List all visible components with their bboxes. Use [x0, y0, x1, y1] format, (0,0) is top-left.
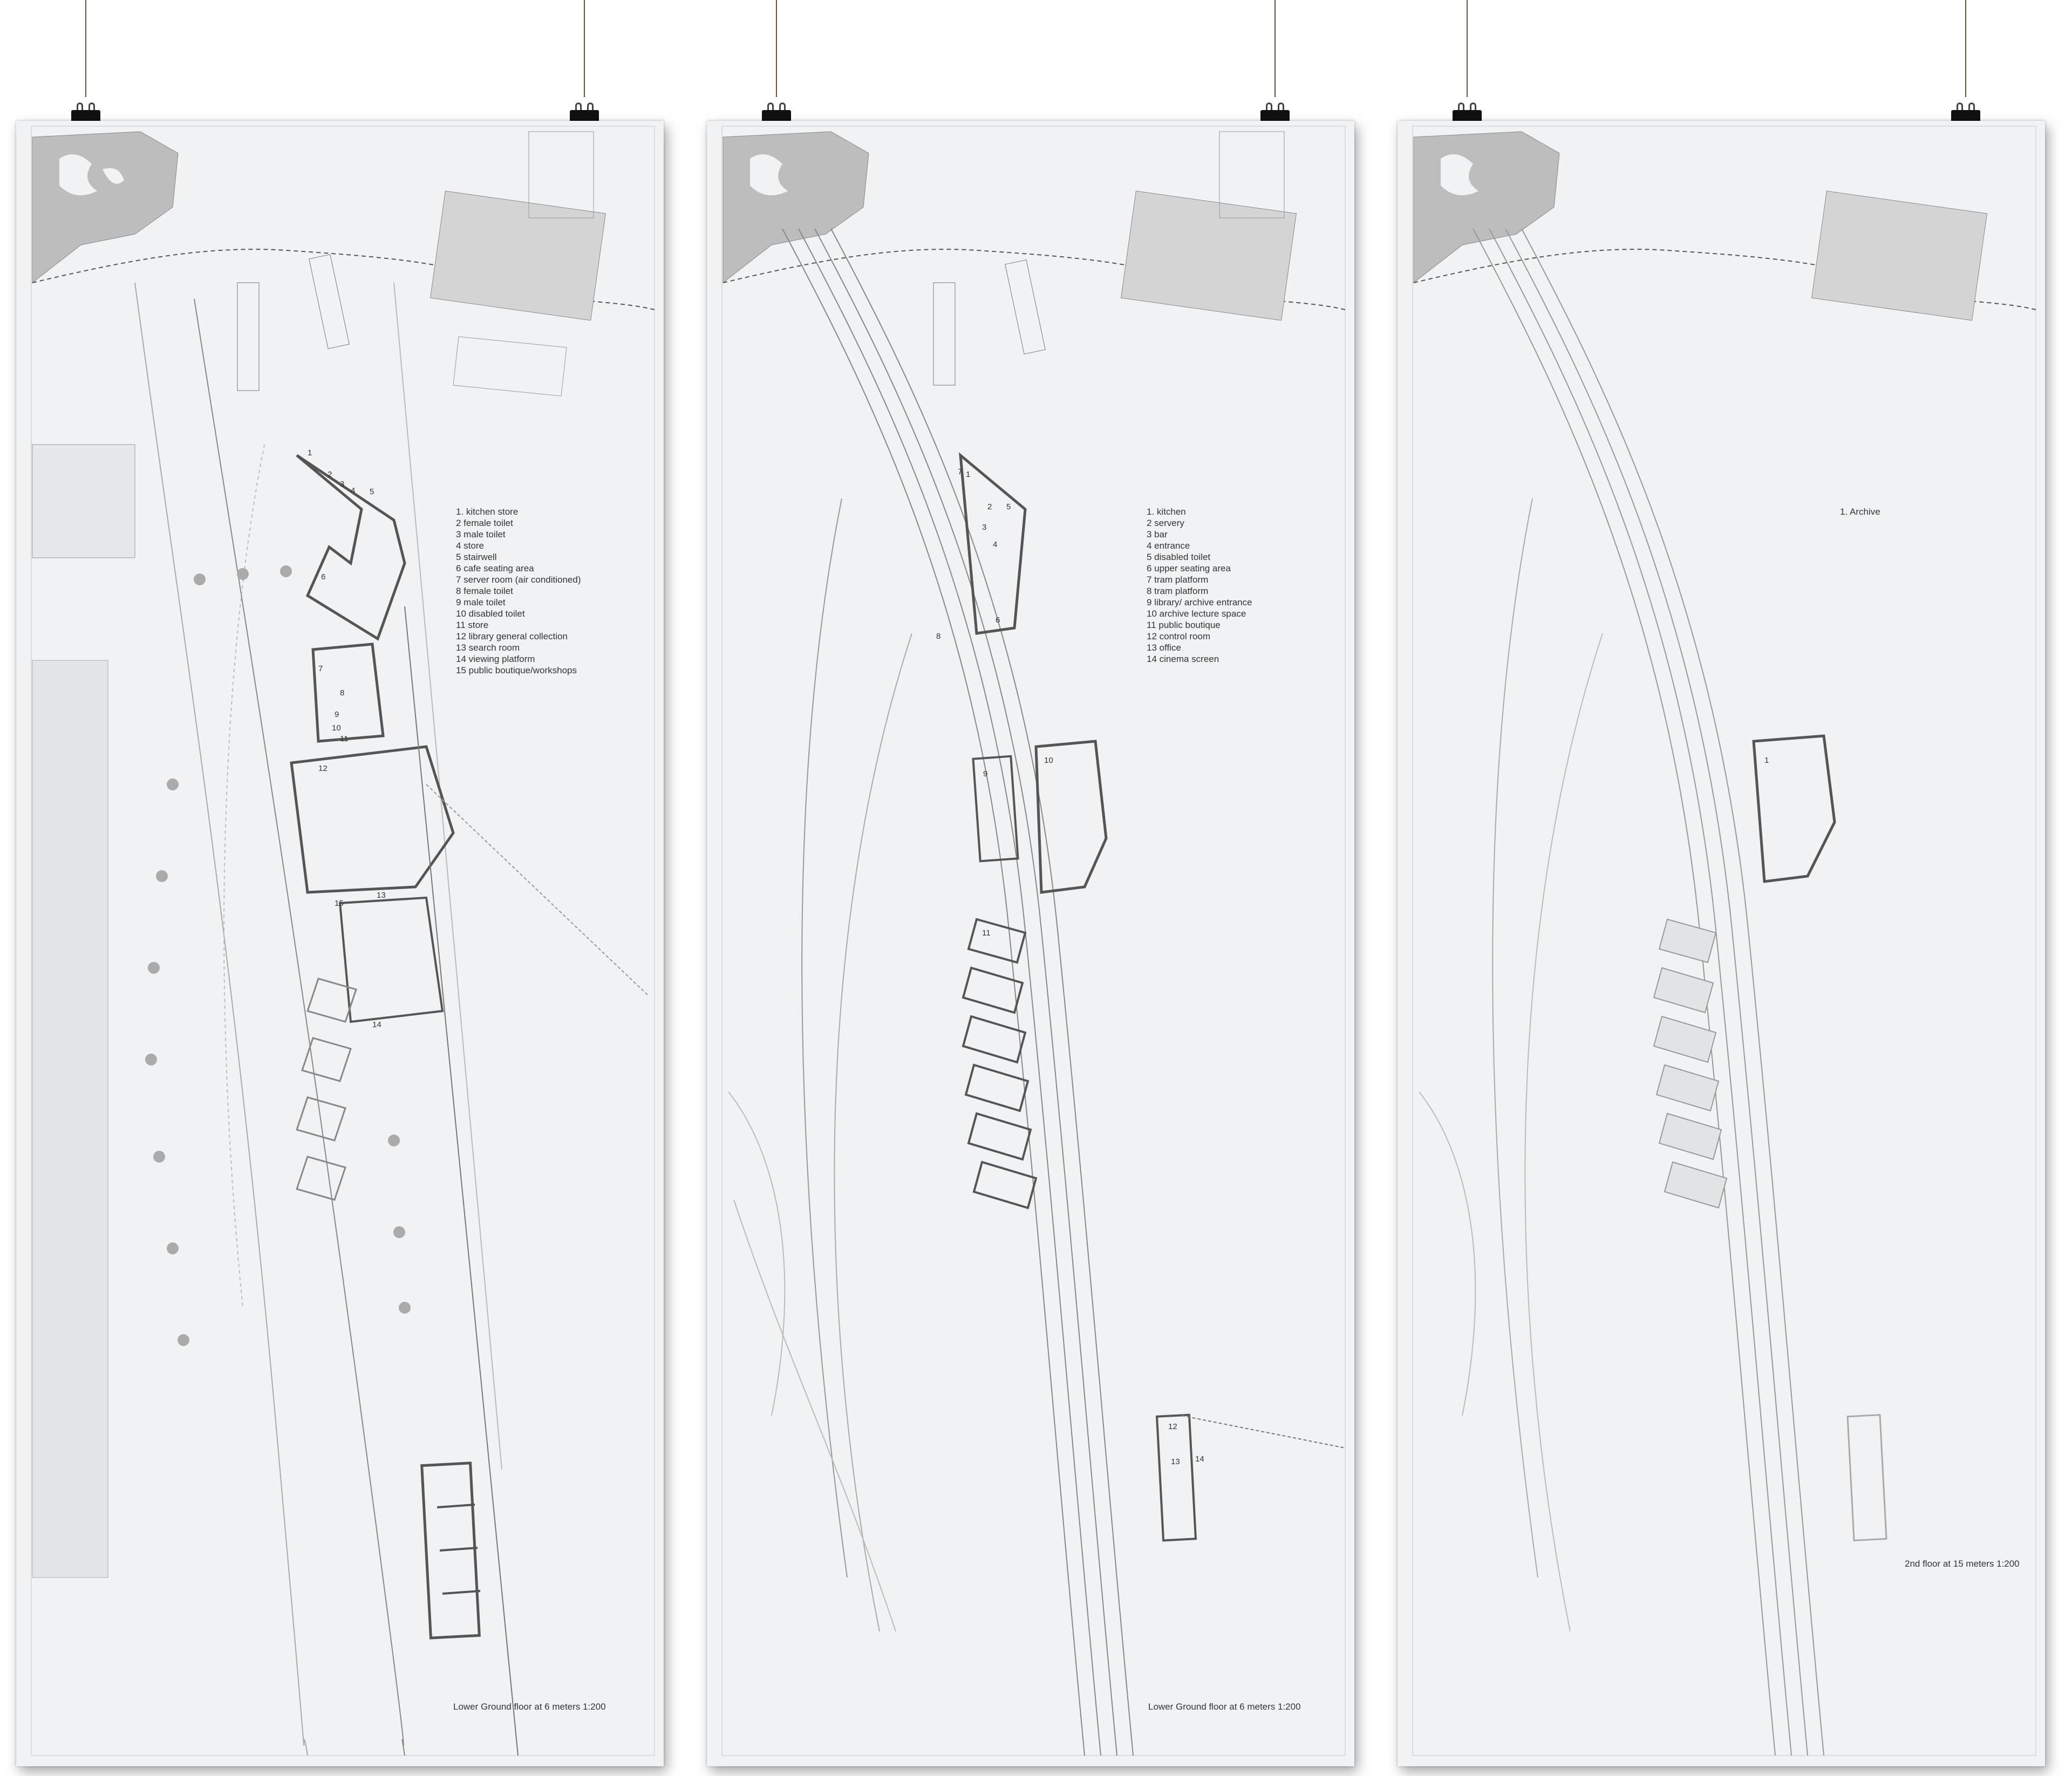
room-number: 6 [996, 616, 1000, 625]
room-number: 14 [372, 1020, 381, 1029]
legend-item: 11 store [456, 620, 489, 630]
hanging-wire [584, 0, 585, 97]
legend-item: 1. Archive [1840, 507, 1880, 517]
legend-item: 3 bar [1147, 529, 1168, 539]
legend-item: 10 disabled toilet [456, 609, 525, 619]
hanging-wire [776, 0, 777, 97]
legend-item: 12 control room [1147, 631, 1211, 641]
legend-item: 8 tram platform [1147, 586, 1209, 596]
plan-caption: 2nd floor at 15 meters 1:200 [1905, 1559, 2020, 1569]
legend-item: 11 public boutique [1147, 620, 1221, 630]
room-legend: 1. kitchen 2 servery 3 bar 4 entrance 5 … [1147, 506, 1252, 665]
legend-item: 9 library/ archive entrance [1147, 597, 1252, 607]
room-number: 5 [370, 487, 374, 496]
room-number: 4 [351, 486, 355, 495]
room-number: 5 [1006, 502, 1011, 511]
room-number: 2 [328, 470, 332, 479]
hanging-wire [1274, 0, 1276, 97]
room-number: 7 [958, 467, 962, 476]
legend-item: 2 female toilet [456, 518, 513, 528]
plan-caption: Lower Ground floor at 6 meters 1:200 [453, 1702, 606, 1712]
legend-item: 10 archive lecture space [1147, 609, 1246, 619]
room-number: 10 [332, 723, 341, 733]
legend-item: 8 female toilet [456, 586, 513, 596]
room-number: 1 [966, 470, 970, 479]
legend-item: 14 viewing platform [456, 654, 535, 664]
room-number: 8 [936, 632, 940, 641]
legend-item: 13 office [1147, 643, 1181, 653]
room-number: 9 [335, 710, 339, 719]
hanging-wire [1965, 0, 1966, 97]
legend-item: 6 upper seating area [1147, 563, 1231, 573]
legend-item: 3 male toilet [456, 529, 506, 539]
room-legend: 1. kitchen store 2 female toilet 3 male … [456, 506, 581, 676]
room-number: 10 [1044, 756, 1053, 765]
legend-item: 2 servery [1147, 518, 1184, 528]
room-number: 3 [340, 480, 344, 489]
room-number: 11 [982, 928, 991, 938]
room-number: 13 [377, 891, 386, 900]
room-number: 14 [1195, 1454, 1204, 1464]
room-number: 11 [340, 734, 349, 743]
room-number: 7 [318, 664, 323, 673]
floor-plan-drawing: 1 2 3 4 5 6 7 8 9 10 11 12 13 14 15 [16, 121, 664, 1766]
legend-item: 1. kitchen [1147, 507, 1186, 517]
legend-item: 15 public boutique/workshops [456, 665, 577, 675]
floor-plan-drawing: 1 [1398, 121, 2045, 1766]
room-number: 2 [987, 502, 992, 511]
room-number: 15 [335, 899, 344, 908]
plan-caption: Lower Ground floor at 6 meters 1:200 [1148, 1702, 1301, 1712]
legend-item: 4 entrance [1147, 541, 1190, 551]
legend-item: 12 library general collection [456, 631, 568, 641]
plan-sheet-lower-ground-2: 1 2 3 4 5 6 7 8 9 10 11 12 13 14 1. kitc… [707, 121, 1354, 1766]
legend-item: 5 stairwell [456, 552, 497, 562]
plan-sheet-second-floor: 1 1. Archive 2nd floor at 15 meters 1:20… [1398, 121, 2045, 1766]
room-legend: 1. Archive [1840, 506, 1880, 517]
legend-item: 7 server room (air conditioned) [456, 575, 581, 585]
legend-item: 5 disabled toilet [1147, 552, 1211, 562]
room-number: 13 [1171, 1457, 1180, 1466]
legend-item: 7 tram platform [1147, 575, 1209, 585]
floor-plan-drawing: 1 2 3 4 5 6 7 8 9 10 11 12 13 14 [707, 121, 1354, 1766]
hanging-wire [85, 0, 86, 97]
room-number: 1 [1764, 756, 1769, 765]
room-number: 12 [1168, 1422, 1177, 1431]
plan-sheet-lower-ground-1: 1 2 3 4 5 6 7 8 9 10 11 12 13 14 15 1. k… [16, 121, 664, 1766]
room-number: 3 [982, 523, 986, 532]
legend-item: 9 male toilet [456, 597, 506, 607]
hanging-wire [1467, 0, 1468, 97]
room-number: 6 [321, 572, 325, 582]
room-number: 9 [983, 769, 987, 778]
legend-item: 1. kitchen store [456, 507, 519, 517]
legend-item: 6 cafe seating area [456, 563, 534, 573]
room-number: 12 [318, 764, 328, 773]
room-number: 8 [340, 688, 344, 698]
legend-item: 13 search room [456, 643, 520, 653]
room-number: 1 [308, 448, 312, 457]
room-number: 4 [993, 540, 997, 549]
legend-item: 14 cinema screen [1147, 654, 1219, 664]
legend-item: 4 store [456, 541, 484, 551]
